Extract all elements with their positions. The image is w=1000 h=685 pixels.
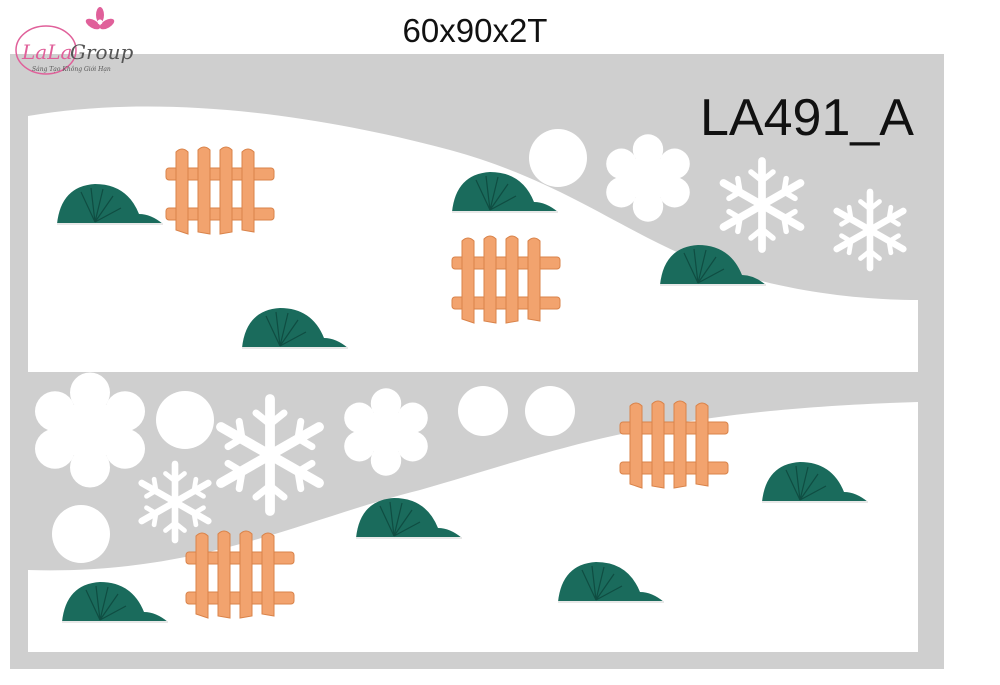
logo-brand-left: LaLa — [22, 40, 73, 64]
logo-brand-right: Group — [70, 40, 134, 64]
snowball-icon — [529, 129, 587, 187]
logo-tagline: Sáng Tạo Không Giới Hạn — [32, 66, 111, 73]
snowball-icon — [458, 386, 508, 436]
logo-graphic — [15, 7, 115, 75]
snowball-icon — [52, 505, 110, 563]
snowball-icon — [156, 391, 214, 449]
lalagroup-logo: LaLa Group Sáng Tạo Không Giới Hạn — [8, 6, 143, 80]
product-code: LA491_A — [700, 89, 914, 147]
snowball-icon — [525, 386, 575, 436]
flower-icon — [85, 7, 115, 30]
size-label: 60x90x2T — [402, 12, 548, 49]
